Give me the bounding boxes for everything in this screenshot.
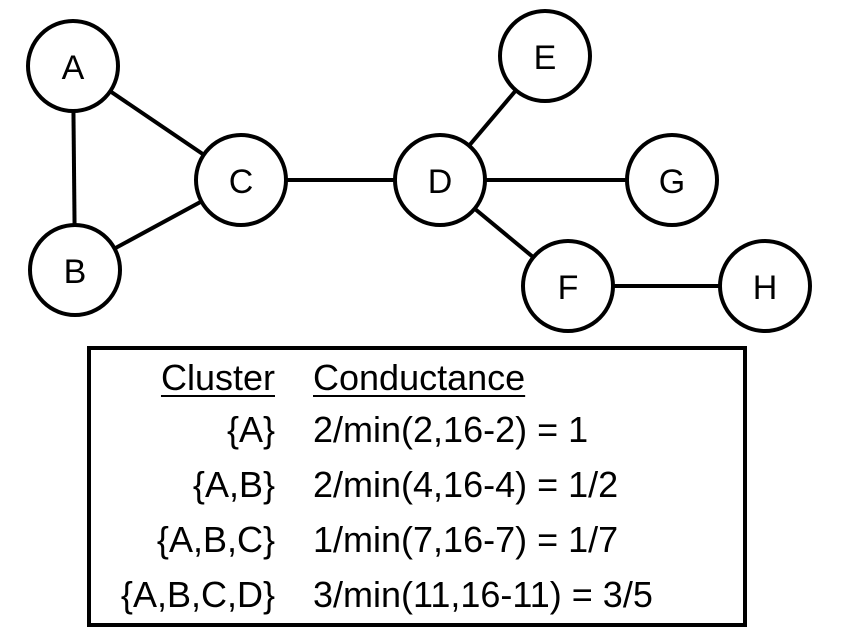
cluster-cell: {A} <box>226 409 275 450</box>
graph-diagram: A B C D E F G H <box>26 9 812 333</box>
node-circle <box>625 133 719 227</box>
cluster-cell: {A,B,C} <box>156 519 275 560</box>
node-label: A <box>62 49 85 87</box>
node-d: D <box>393 133 487 227</box>
node-c: C <box>194 133 288 227</box>
node-label: G <box>659 163 685 201</box>
cluster-cell: {A,B} <box>192 464 275 505</box>
node-f: F <box>521 239 615 333</box>
node-circle <box>28 223 122 317</box>
table-row: {A,B,C} 1/min(7,16-7) = 1/7 <box>91 512 743 568</box>
conductance-cell: 3/min(11,16-11) = 3/5 <box>313 574 653 615</box>
conductance-cell: 2/min(2,16-2) = 1 <box>313 409 589 450</box>
node-a: A <box>26 19 120 113</box>
node-label: E <box>534 39 557 77</box>
node-label: C <box>229 163 254 201</box>
cluster-cell: {A,B,C,D} <box>120 574 275 615</box>
node-h: H <box>718 239 812 333</box>
node-circle <box>194 133 288 227</box>
table-row: {A} 2/min(2,16-2) = 1 <box>91 402 743 458</box>
node-circle <box>498 9 592 103</box>
conductance-column-header: Conductance <box>313 357 526 398</box>
conductance-cell: 2/min(4,16-4) = 1/2 <box>313 464 619 505</box>
cluster-column-header: Cluster <box>160 357 275 398</box>
node-g: G <box>625 133 719 227</box>
conductance-cell: 1/min(7,16-7) = 1/7 <box>313 519 619 560</box>
node-circle <box>521 239 615 333</box>
node-label: H <box>753 269 778 307</box>
node-b: B <box>28 223 122 317</box>
table-row: {A,B} 2/min(4,16-4) = 1/2 <box>91 457 743 513</box>
node-label: B <box>64 253 87 291</box>
table-header-row: Cluster Conductance <box>91 350 743 406</box>
node-e: E <box>498 9 592 103</box>
node-label: D <box>428 163 453 201</box>
conductance-table: Cluster Conductance {A} 2/min(2,16-2) = … <box>87 346 747 627</box>
node-label: F <box>558 269 579 307</box>
node-circle <box>393 133 487 227</box>
node-circle <box>26 19 120 113</box>
graph-nodes: A B C D E F G H <box>26 9 812 333</box>
table-row: {A,B,C,D} 3/min(11,16-11) = 3/5 <box>91 567 743 623</box>
node-circle <box>718 239 812 333</box>
